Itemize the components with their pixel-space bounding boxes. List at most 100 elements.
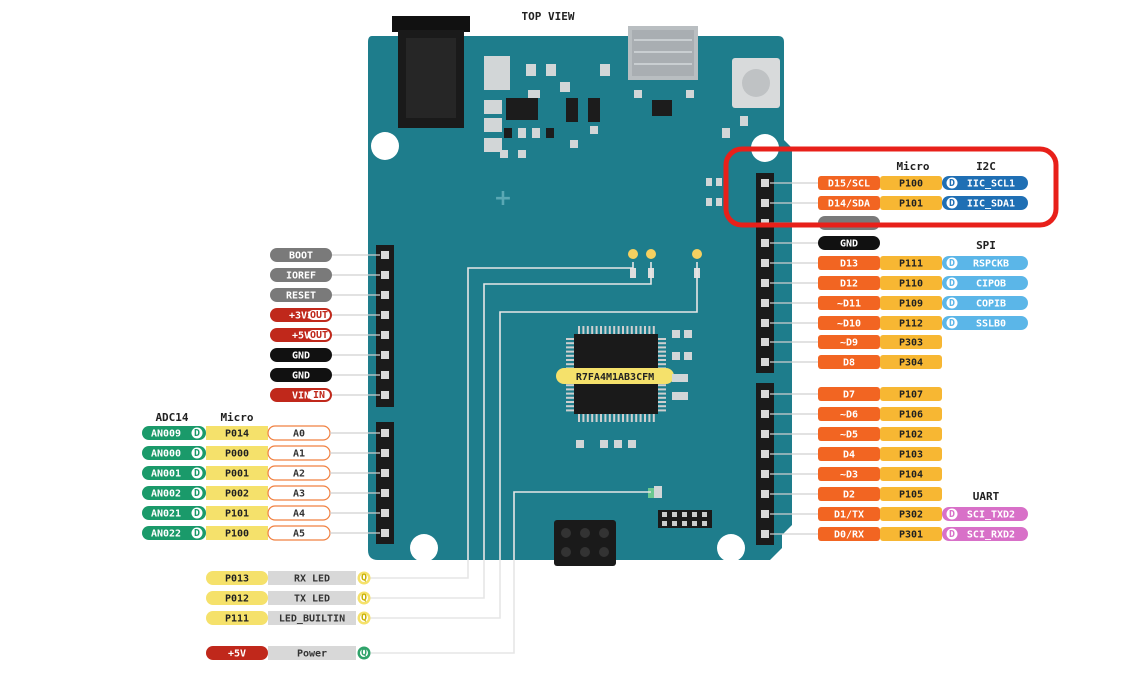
digital-micro-text: P303 [899,338,923,349]
analog-pin-1: A1 [267,445,331,461]
digital-pin-text: D12 [840,279,858,290]
led-micro-2-text: P111 [225,614,249,625]
power-pin-badge: IN [308,390,330,401]
reset-button [732,58,780,108]
usb-connector [628,26,698,80]
svg-text:D: D [949,178,955,189]
analog-micro-4 [206,506,268,520]
header-pin [761,279,769,287]
i2c-highlight-box [723,146,1059,228]
power-pin-0: BOOT [270,248,332,262]
header-pin [381,469,389,477]
header-pin [761,530,769,538]
digital-pin-0 [818,176,880,190]
digital-func-16 [942,527,1028,541]
digital-pin-3 [818,256,880,270]
digital-micro-0 [880,176,942,190]
mcu-label: R7FA4M1AB3CFM [576,372,654,383]
header-pin [381,489,389,497]
analog-adc-3 [142,486,206,500]
led-micro-0: P013 [206,571,268,585]
led-micro-0-text: P013 [225,574,249,585]
smd-components [484,56,748,206]
header-pin [381,529,389,537]
svg-text:D: D [949,198,955,209]
i2c-header: I2C [976,160,996,173]
svg-text:D: D [194,508,200,519]
small-header [658,510,712,528]
led-label-0: RX LED [294,574,330,585]
digital-pin-text: D8 [843,358,855,369]
analog-adc-text: AN009 [151,429,181,440]
digital-pin-text: ~D5 [840,430,858,441]
digital-pin-text: ~D3 [840,470,858,481]
digital-micro-text: P106 [899,410,923,421]
power-pin-5: GND [270,348,332,362]
digital-pin-8 [818,355,880,369]
digital-micro-text: P109 [899,299,923,310]
digital-micro-text: P100 [899,179,923,190]
digital-pin-text: D7 [843,390,855,401]
digital-pin-9 [818,387,880,401]
led-label-3: Power [297,649,327,660]
led-micro-2: P111 [206,611,268,625]
analog-micro-5 [206,526,268,540]
digital-badge: D [946,277,958,289]
header-pin [761,430,769,438]
led-micro-1-text: P012 [225,594,249,605]
left-power-header [376,245,394,407]
header-pin [761,259,769,267]
digital-pin-13 [818,467,880,481]
digital-badge: D [191,527,203,539]
svg-text:D: D [949,258,955,269]
svg-text:Q: Q [361,613,367,624]
analog-micro-text: P000 [225,449,249,460]
digital-badge: D [191,427,203,439]
analog-micro-0 [206,426,268,440]
analog-adc-header: ADC14 [155,411,188,424]
digital-micro-7 [880,335,942,349]
digital-pin-14 [818,487,880,501]
header-pin [381,271,389,279]
power-pin-0-text: BOOT [289,251,313,262]
digital-micro-text: P301 [899,530,923,541]
digital-pin-2: GND [818,236,880,250]
power-pin-badge: OUT [308,310,330,321]
left-analog-header [376,422,394,544]
analog-adc-text: AN000 [151,449,181,460]
digital-micro-12 [880,447,942,461]
digital-pin-1 [818,196,880,210]
digital-badge: D [946,177,958,189]
header-pin [381,429,389,437]
digital-micro-11 [880,427,942,441]
mount-hole [717,534,745,562]
power-pin-2-text: RESET [286,291,316,302]
digital-func-text: SSLB0 [976,319,1006,330]
digital-badge: D [946,197,958,209]
led-traces [370,262,698,654]
svg-text:D: D [194,448,200,459]
digital-func-0 [942,176,1028,190]
analog-micro-text: P002 [225,489,249,500]
digital-pin-4 [818,276,880,290]
power-jack [392,16,470,128]
digital-micro-text: P102 [899,430,923,441]
svg-text:OUT: OUT [310,310,328,321]
digital-func-1 [942,196,1028,210]
digital-micro-text: P105 [899,490,923,501]
analog-pin-3: A3 [267,485,331,501]
digital-func-text: IIC_SDA1 [967,199,1015,210]
analog-adc-4 [142,506,206,520]
digital-micro-14 [880,487,942,501]
header-pin [761,239,769,247]
digital-func-15 [942,507,1028,521]
analog-pin-1-text: A1 [293,449,305,460]
power-pin-3-text: +3V3 [289,311,313,322]
svg-text:D: D [949,278,955,289]
smd-components [576,330,692,498]
digital-pin-16 [818,527,880,541]
digital-func-3 [942,256,1028,270]
